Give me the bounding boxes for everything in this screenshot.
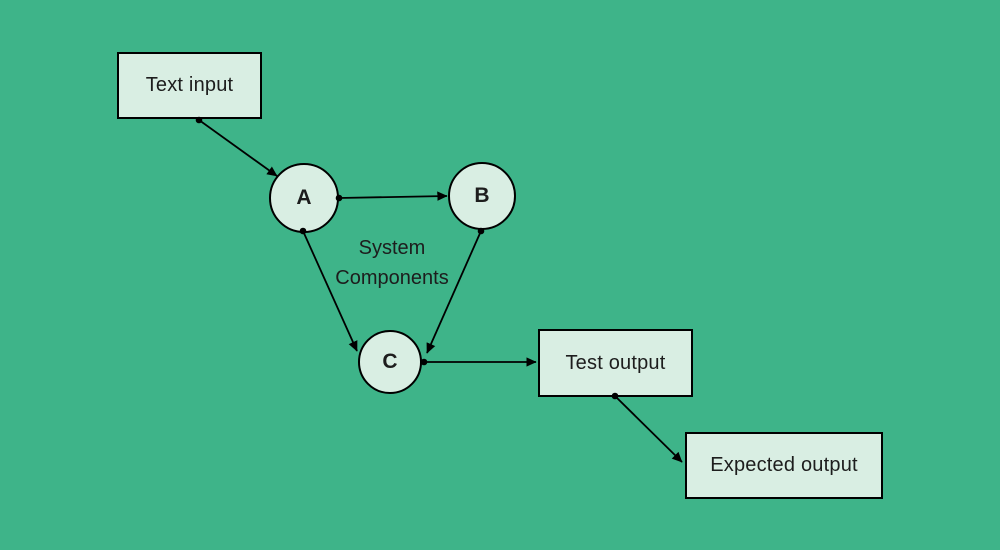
- node-b-label: B: [474, 184, 490, 207]
- system-components-label: System Components: [335, 237, 449, 289]
- node-b: B: [448, 162, 516, 230]
- node-test-output-label: Test output: [565, 351, 666, 374]
- node-test-output: Test output: [538, 329, 693, 397]
- edge-text-input-to-a: [198, 119, 278, 177]
- node-c: C: [358, 330, 422, 394]
- node-text-input-label: Text input: [145, 74, 234, 96]
- node-a-label: A: [296, 186, 312, 209]
- edge-test-output-to-expected-output: [614, 395, 683, 463]
- edge-a-to-b: [338, 191, 448, 201]
- node-c-label: C: [382, 350, 398, 373]
- node-text-input: Text input: [117, 52, 262, 119]
- node-a: A: [269, 163, 339, 233]
- node-expected-output: Expected output: [685, 432, 883, 499]
- node-expected-output-label: Expected output: [710, 454, 858, 476]
